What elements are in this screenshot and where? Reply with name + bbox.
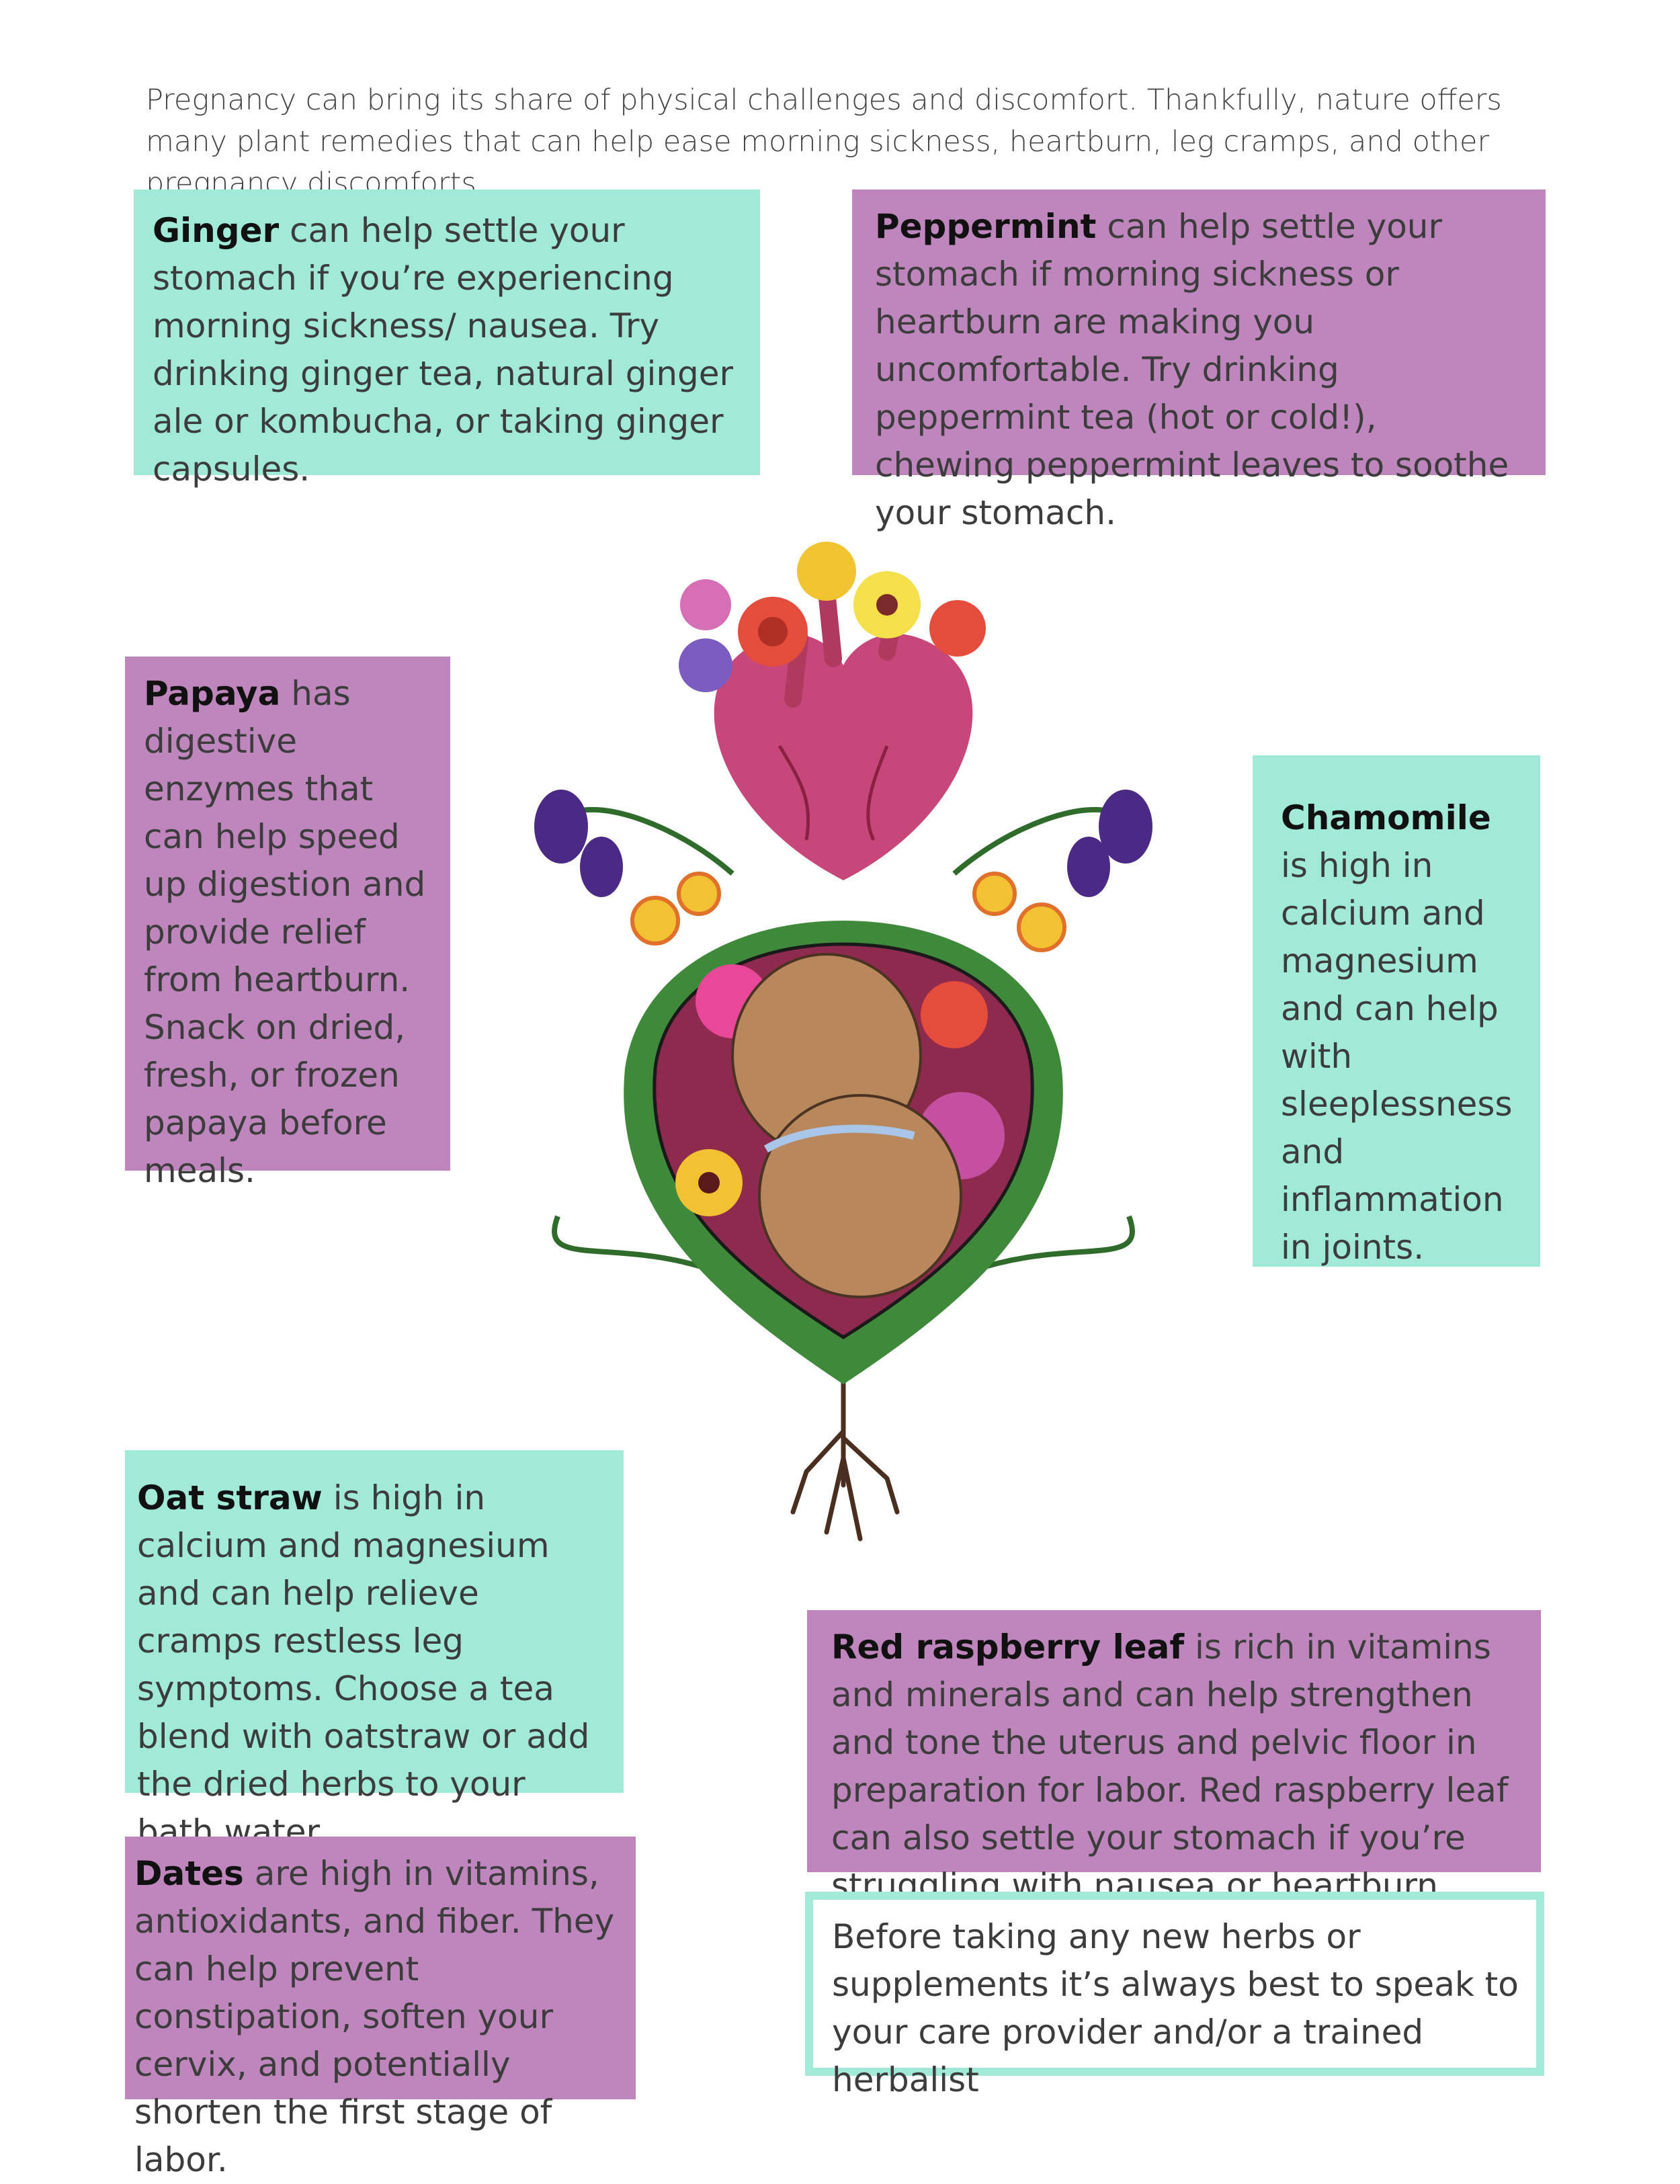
- raspberry-text: is rich in vitamins and minerals and can…: [831, 1628, 1509, 1905]
- chamomile-title: Chamomile: [1281, 798, 1491, 837]
- heart-womb-flowers-illustration: [534, 542, 1152, 1542]
- peppermint-text: can help settle your stomach if morning …: [875, 207, 1509, 532]
- raspberry-title: Red raspberry leaf: [831, 1628, 1185, 1667]
- papaya-title: Papaya: [144, 674, 281, 713]
- baby-icon: [731, 953, 962, 1298]
- disclaimer-box: Before taking any new herbs or supplemen…: [805, 1892, 1544, 2099]
- ginger-card: Ginger can help settle your stomach if y…: [134, 190, 760, 489]
- ginger-title: Ginger: [153, 211, 280, 250]
- dates-card: Dates are high in vitamins, antioxidants…: [125, 1837, 636, 2179]
- bellflower-icon: [534, 790, 1152, 897]
- small-flower-icon: [630, 872, 1066, 952]
- oatstraw-text: is high in calcium and magnesium and can…: [137, 1478, 590, 1851]
- dates-text: are high in vitamins, antioxidants, and …: [134, 1854, 615, 2179]
- chamomile-card: Chamomile is high in calcium and magnesi…: [1253, 755, 1540, 1267]
- peppermint-title: Peppermint: [875, 207, 1097, 246]
- oatstraw-title: Oat straw: [137, 1478, 323, 1517]
- roots-icon: [790, 1375, 900, 1542]
- chamomile-text: is high in calcium and magnesium and can…: [1281, 846, 1513, 1267]
- papaya-text: has digestive enzymes that can help spee…: [144, 674, 426, 1190]
- ginger-text: can help settle your stomach if you’re e…: [153, 211, 734, 489]
- raspberry-card: Red raspberry leaf is rich in vitamins a…: [807, 1610, 1541, 1905]
- oatstraw-card: Oat straw is high in calcium and magnesi…: [125, 1450, 624, 1851]
- intro-text: Pregnancy can bring its share of physica…: [146, 83, 1502, 200]
- peppermint-card: Peppermint can help settle your stomach …: [852, 190, 1546, 532]
- disclaimer-text: Before taking any new herbs or supplemen…: [832, 1917, 1519, 2099]
- flower-icon: [679, 542, 986, 692]
- vine-icon: [552, 806, 1135, 1273]
- papaya-card: Papaya has digestive enzymes that can he…: [125, 657, 450, 1190]
- dates-title: Dates: [134, 1854, 244, 1893]
